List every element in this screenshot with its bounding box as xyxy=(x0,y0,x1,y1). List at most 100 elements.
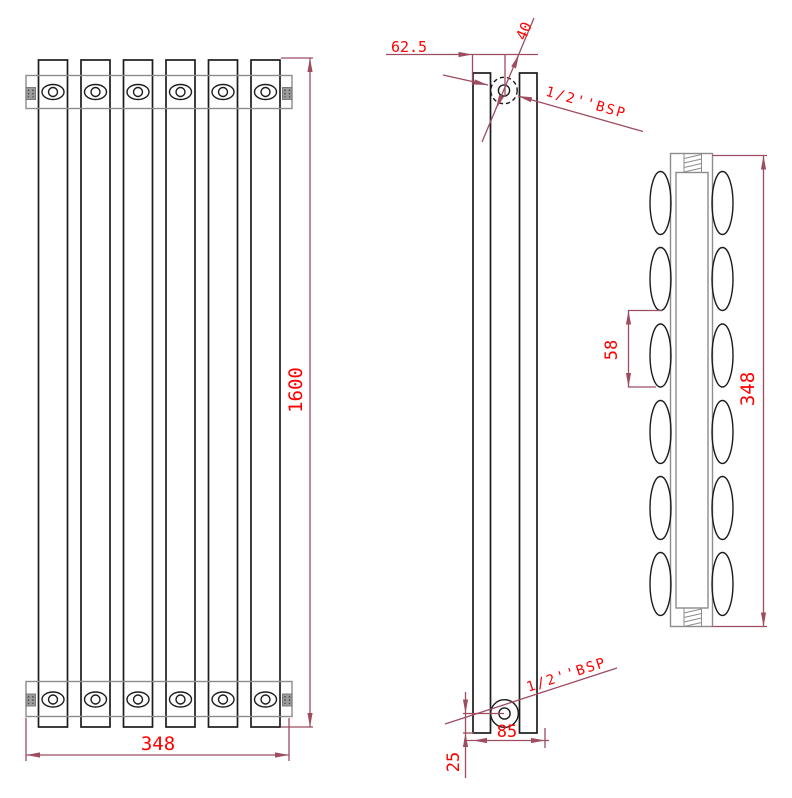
oval-tube xyxy=(649,246,672,312)
dimension-width: 348 xyxy=(25,718,290,761)
dim-label-top-connection: 40 xyxy=(512,19,536,43)
top-tube-joints xyxy=(41,83,278,101)
dimension-depth: 85 xyxy=(464,722,549,748)
oval-tube xyxy=(649,551,672,617)
oval-tube xyxy=(711,475,734,541)
dim-label-bottom-offset: 25 xyxy=(444,752,464,772)
dimension-height: 1600 xyxy=(281,57,313,728)
arrowhead xyxy=(531,737,545,744)
joint-hole xyxy=(217,86,229,98)
back-tube-row xyxy=(518,72,538,734)
arrowhead xyxy=(458,51,473,58)
header-tube-inner xyxy=(675,171,709,609)
joint-hole xyxy=(90,86,101,98)
oval-tube xyxy=(711,246,734,312)
joint-hole xyxy=(175,694,186,705)
top-bsp-connection xyxy=(490,76,518,105)
dimension-tube-pitch: 58 xyxy=(602,309,662,388)
front-tube-row xyxy=(472,72,492,734)
arrowhead xyxy=(760,155,767,170)
joint-hole xyxy=(175,86,186,98)
end-plug xyxy=(282,87,293,100)
dim-label-top-offset: 62.5 xyxy=(391,38,427,56)
section-tubes-right xyxy=(711,170,734,617)
joint-oval xyxy=(41,691,65,708)
dim-label-tube-pitch: 58 xyxy=(602,340,622,360)
arrowhead xyxy=(307,713,313,727)
front-view: 1600 348 xyxy=(25,57,313,761)
end-plugs xyxy=(25,87,293,707)
arrowhead xyxy=(511,54,519,69)
front-tubes xyxy=(37,59,281,728)
oval-tube xyxy=(711,323,734,388)
side-view: 62.5 40 1/2''BSP 1/2''BSP xyxy=(386,17,644,778)
joint-oval xyxy=(83,83,108,101)
joint-hole xyxy=(132,694,144,705)
joint-oval xyxy=(41,83,65,101)
top-header-band xyxy=(25,74,293,110)
radiator-tube xyxy=(37,59,69,728)
arrowhead xyxy=(625,310,632,325)
dim-label-section-length: 348 xyxy=(737,372,759,406)
oval-tube xyxy=(649,323,672,388)
joint-hole xyxy=(90,694,101,705)
dimension-section-length: 348 xyxy=(712,154,767,628)
dim-label-height: 1600 xyxy=(285,367,307,413)
oval-tube xyxy=(711,551,734,617)
arrowhead xyxy=(473,737,487,744)
joint-hole xyxy=(217,694,229,705)
section-view: 348 58 xyxy=(602,152,767,628)
arrowhead xyxy=(760,612,767,627)
joint-oval xyxy=(168,83,193,101)
arrowhead xyxy=(462,699,469,714)
joint-oval xyxy=(253,691,278,708)
joint-oval xyxy=(126,691,150,708)
dim-label-width: 348 xyxy=(141,733,175,755)
top-bsp-bore xyxy=(497,84,511,97)
oval-tube xyxy=(711,170,734,236)
radiator-tube xyxy=(80,59,111,728)
label-top-bsp: 1/2''BSP xyxy=(544,84,629,122)
radiator-tube xyxy=(207,59,239,728)
radiator-tube xyxy=(122,59,154,728)
plug-hatch-top xyxy=(683,153,702,173)
joint-hole xyxy=(132,86,144,98)
dimension-top-connection: 40 xyxy=(481,17,536,143)
joint-hole xyxy=(260,86,271,98)
joint-oval xyxy=(168,691,193,708)
oval-tube xyxy=(711,399,734,465)
arrowhead xyxy=(518,96,533,103)
arrowhead xyxy=(275,752,289,758)
arrowhead xyxy=(496,95,504,109)
oval-tube xyxy=(649,475,672,541)
radiator-tube xyxy=(165,59,196,728)
arrowhead xyxy=(473,79,488,85)
arrowhead xyxy=(625,373,632,387)
joint-oval xyxy=(83,691,108,708)
header-tube-outer xyxy=(669,152,714,628)
radiator-tube xyxy=(250,59,281,728)
end-plug xyxy=(25,693,36,707)
oval-tube xyxy=(649,170,672,236)
plug-hatch-bottom xyxy=(683,607,702,627)
dimension-bottom-offset: 25 xyxy=(444,692,504,778)
dimension-top-offset: 62.5 xyxy=(386,38,538,97)
joint-hole xyxy=(47,694,59,705)
joint-hole xyxy=(260,694,271,705)
leader-top-left xyxy=(442,74,489,86)
end-plug xyxy=(282,693,293,707)
joint-oval xyxy=(211,691,235,708)
end-plug xyxy=(25,87,36,100)
joint-oval xyxy=(126,83,150,101)
oval-tube xyxy=(649,399,672,465)
dim-label-depth: 85 xyxy=(497,722,517,742)
section-tubes-left xyxy=(649,170,672,617)
joint-oval xyxy=(253,83,278,101)
arrowhead xyxy=(307,58,313,72)
bottom-header-band xyxy=(25,680,293,718)
joint-hole xyxy=(47,86,59,98)
bottom-tube-joints xyxy=(41,691,278,708)
arrowhead xyxy=(26,752,40,758)
